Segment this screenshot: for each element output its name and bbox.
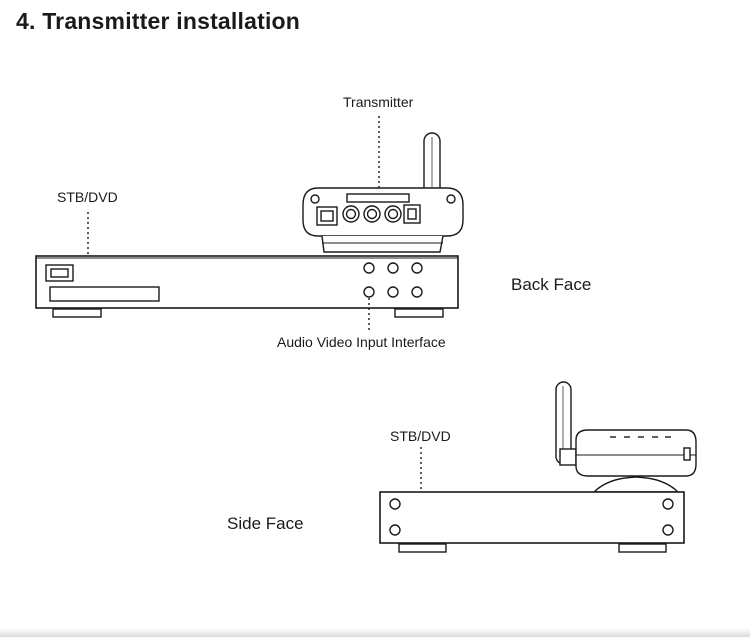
side-transmitter-device bbox=[575, 429, 697, 493]
side-transmitter-antenna bbox=[555, 381, 577, 466]
back-face-illustration bbox=[35, 116, 464, 330]
transmitter-label: Transmitter bbox=[343, 94, 414, 110]
section-number: 4 bbox=[16, 8, 29, 34]
stb-back-panel bbox=[35, 255, 459, 318]
transmitter-device bbox=[302, 187, 464, 253]
back-face-label: Back Face bbox=[511, 275, 592, 294]
side-face-label: Side Face bbox=[227, 514, 304, 533]
section-title: Transmitter installation bbox=[42, 8, 301, 34]
av-input-interface-label: Audio Video Input Interface bbox=[277, 334, 446, 350]
side-face-illustration bbox=[379, 381, 697, 553]
bottom-divider bbox=[0, 628, 750, 637]
stb-dvd-back-label: STB/DVD bbox=[57, 189, 118, 205]
stb-av-jacks bbox=[363, 262, 423, 298]
page-title: 4. Transmitter installation bbox=[16, 8, 301, 34]
stb-side-panel bbox=[379, 491, 685, 553]
stb-dvd-side-label: STB/DVD bbox=[390, 428, 451, 444]
